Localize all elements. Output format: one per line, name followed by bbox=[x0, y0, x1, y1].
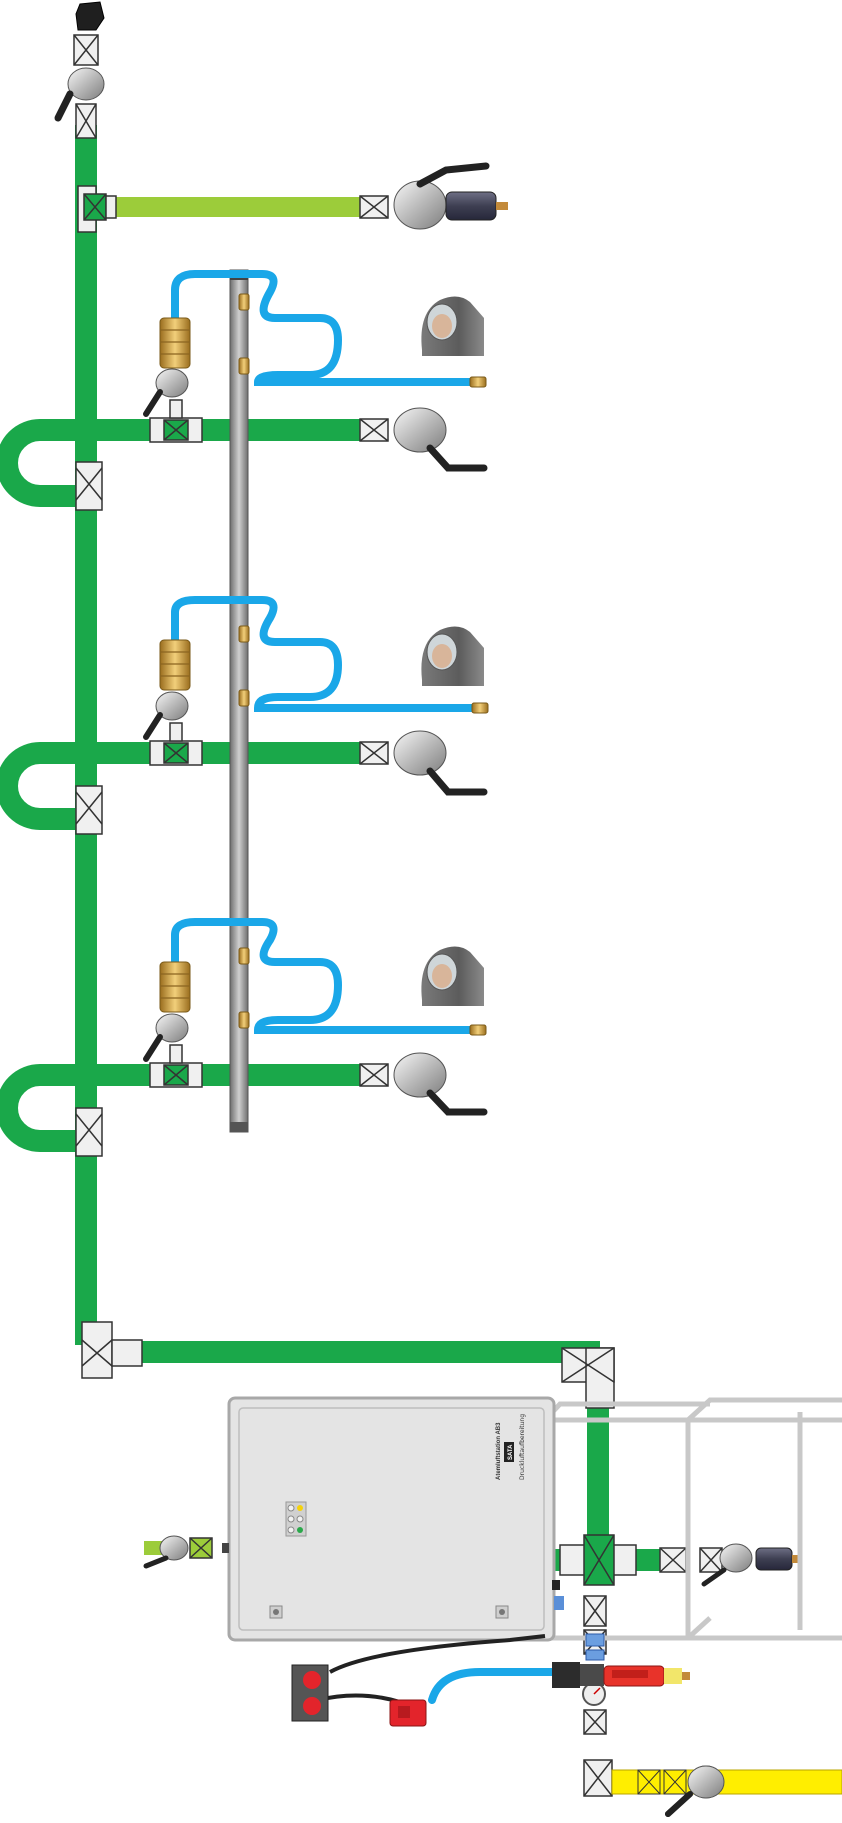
ball-valve-icon bbox=[143, 1535, 189, 1569]
ball-valve-icon bbox=[665, 1765, 725, 1817]
branch-tee-icon bbox=[149, 722, 203, 766]
nameplate-subtitle: Druckluftaufbereitung bbox=[519, 1414, 526, 1480]
x-fitting-icon bbox=[583, 1595, 607, 1627]
ball-valve-icon bbox=[143, 1013, 189, 1062]
x-fitting-icon bbox=[583, 1709, 607, 1735]
cabinet-side-port bbox=[552, 1580, 560, 1590]
filter-cylinder-icon bbox=[445, 191, 508, 221]
respirator-hood-icon bbox=[421, 626, 484, 686]
x-fitting-icon bbox=[699, 1547, 723, 1573]
ball-valve-icon bbox=[701, 1543, 753, 1587]
brass-quick-coupling-icon bbox=[159, 639, 191, 691]
yellow-outlet-line bbox=[611, 1769, 842, 1795]
ball-valve-icon bbox=[393, 407, 488, 472]
rail-outlet-icon bbox=[238, 357, 250, 375]
tee-fitting-icon bbox=[77, 185, 117, 233]
x-fitting-icon bbox=[359, 195, 389, 219]
rail-outlets bbox=[238, 293, 250, 1029]
pipe-fittings bbox=[73, 34, 723, 1797]
respirator-hood-icon bbox=[421, 296, 484, 356]
x-fitting-icon bbox=[359, 418, 389, 442]
u-loop-pipe-2 bbox=[0, 742, 86, 830]
x-fitting-icon bbox=[73, 34, 99, 66]
pipe-end-cap-icon bbox=[75, 1, 105, 31]
rail-outlet-icon bbox=[238, 625, 250, 643]
power-plug-icon bbox=[389, 1699, 427, 1727]
elbow-fitting-icon bbox=[561, 1347, 615, 1409]
x-fitting-icon bbox=[359, 741, 389, 765]
rail-outlet-icon bbox=[238, 689, 250, 707]
ball-valve-icon bbox=[393, 730, 488, 796]
cabinet-screw-icon bbox=[269, 1605, 283, 1619]
ball-valve-icon bbox=[393, 1052, 488, 1116]
regulator-supply-hose bbox=[428, 1668, 564, 1704]
branch-tee-icon bbox=[149, 399, 203, 443]
breathing-hose-3 bbox=[171, 918, 474, 1034]
filter-cylinder-icon bbox=[755, 1547, 800, 1571]
air-treatment-cabinet: Atemluftstation AB3 SATA Druckluftaufber… bbox=[222, 1396, 564, 1642]
cabinet-side-port bbox=[554, 1596, 564, 1610]
hose-nozzle-icon bbox=[471, 702, 489, 714]
power-cable bbox=[317, 1693, 402, 1716]
cabinet-cross-fitting-icon bbox=[559, 1534, 637, 1586]
branch-tee-icon bbox=[149, 1044, 203, 1088]
hose-nozzle-icon bbox=[469, 1024, 487, 1036]
rail-outlet-icon bbox=[238, 1011, 250, 1029]
x-fitting-icon bbox=[189, 1537, 213, 1559]
tee-fitting-icon bbox=[75, 785, 103, 835]
elbow-fitting-icon bbox=[81, 1321, 143, 1379]
nameplate-title: Atemluftstation AB3 bbox=[496, 1422, 502, 1480]
u-loop-pipe-3 bbox=[0, 1064, 86, 1152]
pressure-regulator-icon bbox=[552, 1662, 690, 1706]
ball-valve-icon bbox=[393, 162, 490, 230]
blue-coupling bbox=[585, 1633, 605, 1647]
nameplate-brand: SATA bbox=[508, 1444, 514, 1460]
x-fitting-icon bbox=[583, 1759, 613, 1797]
brass-quick-coupling-icon bbox=[159, 961, 191, 1013]
rail-outlet-icon bbox=[238, 293, 250, 311]
breathing-hoses bbox=[171, 270, 564, 1704]
blue-coupling bbox=[585, 1649, 605, 1661]
cabinet-screw-icon bbox=[495, 1605, 509, 1619]
rail-outlet-icon bbox=[238, 947, 250, 965]
brass-quick-coupling-icon bbox=[159, 317, 191, 369]
ball-valve-icon bbox=[143, 368, 189, 417]
u-loop-pipe-1 bbox=[0, 419, 86, 507]
hose-nozzle-icon bbox=[469, 376, 487, 388]
breathing-hose-2 bbox=[171, 596, 476, 712]
power-cable bbox=[329, 1634, 546, 1674]
ball-valve-icon bbox=[54, 67, 105, 122]
double-power-socket-icon bbox=[291, 1664, 329, 1722]
breathing-hose-1 bbox=[171, 270, 474, 386]
respirator-hood-icon bbox=[421, 946, 484, 1006]
x-fitting-icon bbox=[75, 103, 97, 139]
cabinet-side-port bbox=[222, 1543, 229, 1553]
tee-fitting-icon bbox=[75, 461, 103, 511]
ball-valve-icon bbox=[143, 691, 189, 740]
cabinet-nameplate: Atemluftstation AB3 SATA Druckluftaufber… bbox=[496, 1414, 526, 1480]
x-fitting-icon bbox=[659, 1547, 687, 1573]
hose-end-nozzles bbox=[469, 376, 489, 1036]
x-fitting-icon bbox=[359, 1063, 389, 1087]
tee-fitting-icon bbox=[75, 1107, 103, 1157]
traffic-light-indicator-icon bbox=[285, 1501, 307, 1537]
